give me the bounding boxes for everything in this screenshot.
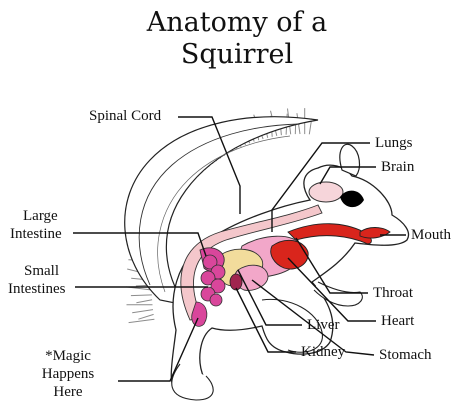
leader-liver (237, 269, 302, 326)
fur-strand (138, 313, 154, 320)
label-magic-line-2: Happens (41, 366, 95, 382)
label-large-intestine-line-2: Intestine (10, 226, 62, 242)
heart (270, 239, 309, 270)
tail-inner-line-2 (157, 135, 291, 293)
fur-strand (128, 318, 155, 324)
label-small-intestines-line-1: Small (24, 263, 60, 279)
label-spinal-cord: Spinal Cord (89, 108, 162, 124)
leader-spinal-cord (178, 116, 241, 214)
label-throat: Throat (373, 285, 413, 301)
leader-brain (319, 166, 376, 185)
spinal-cord (180, 204, 323, 321)
brain (308, 181, 344, 203)
label-stomach: Stomach (379, 347, 432, 363)
hind-foot (171, 363, 214, 401)
fur-strand (132, 309, 154, 314)
leader-large-intestine (73, 232, 207, 257)
leader-stomach (251, 279, 375, 356)
label-lungs: Lungs (375, 135, 413, 151)
diagram-title-line-1: Anatomy of a (146, 7, 328, 38)
leader-lines (73, 116, 406, 382)
kidney (229, 273, 243, 291)
throat (287, 223, 372, 245)
eye (340, 190, 364, 208)
label-magic-line-3: Here (53, 384, 83, 400)
label-magic-line-1: *Magic (45, 348, 91, 364)
ear (339, 143, 361, 177)
label-heart: Heart (381, 313, 415, 329)
tail-inner-line (138, 123, 301, 286)
fur-strand (136, 299, 153, 304)
fur-strand (130, 294, 152, 297)
leader-heart (287, 257, 376, 322)
leader-lungs (271, 142, 370, 232)
label-large-intestine-line-1: Large (23, 208, 58, 224)
diagram-title-line-2: Squirrel (180, 39, 294, 70)
rectum (191, 301, 208, 327)
hind-leg (261, 298, 323, 353)
label-kidney: Kidney (301, 344, 346, 360)
body-outline (170, 164, 410, 396)
label-mouth: Mouth (411, 227, 452, 243)
leader-kidney (235, 287, 296, 353)
leader-throat (295, 237, 368, 294)
leader-magic (118, 317, 199, 382)
label-liver: Liver (307, 317, 340, 333)
label-small-intestines-line-2: Intestines (8, 281, 66, 297)
label-brain: Brain (381, 159, 415, 175)
